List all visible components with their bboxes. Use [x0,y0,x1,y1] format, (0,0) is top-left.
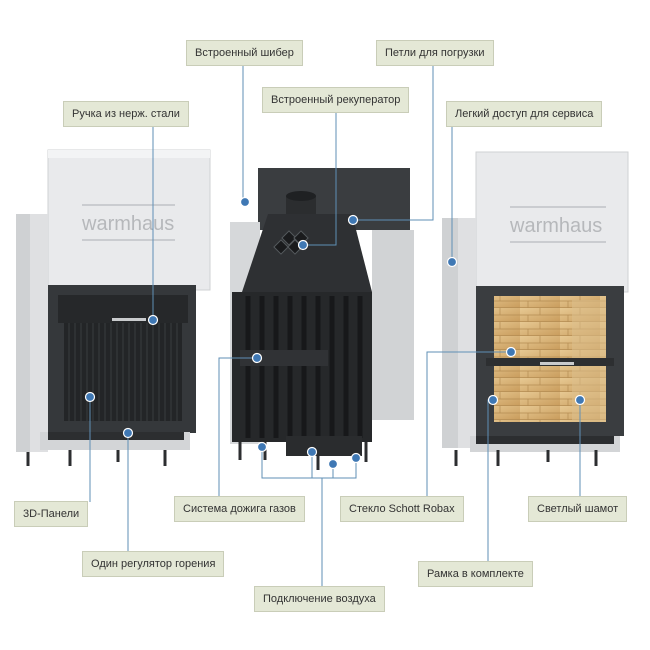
right-fireplace: warmhaus [442,151,629,466]
dot-service [446,256,458,268]
label-schott-robax: Стекло Schott Robax [340,496,464,522]
dot-glass [505,346,517,358]
label-built-in-recuperator: Встроенный рекуператор [262,87,410,113]
dot-handle [147,314,159,326]
dot-frame [487,394,499,406]
label-3d-panels: 3D-Панели [14,501,89,527]
callout-dots [84,196,586,470]
dot-damper [239,196,251,208]
left-logo-text: warmhaus [81,213,174,235]
dot-afterburn [251,352,263,364]
label-air-connection: Подключение воздуха [254,586,385,612]
label-light-chamotte: Светлый шамот [528,496,628,522]
label-frame-included: Рамка в комплекте [418,561,533,587]
dot-air-3 [327,458,339,470]
center-fireplace [230,168,414,470]
dot-recuperator [297,239,309,251]
label-gas-afterburn: Система дожига газов [174,496,305,522]
dot-air-4 [350,452,362,464]
dot-air-2 [306,446,318,458]
label-single-regulator: Один регулятор горения [82,551,225,577]
label-stainless-handle: Ручка из нерж. стали [63,101,189,127]
dot-hinges [347,214,359,226]
label-service-access: Легкий доступ для сервиса [446,101,603,127]
right-logo-text: warmhaus [509,215,602,237]
dot-air-1 [256,441,268,453]
label-loading-hinges: Петли для погрузки [376,40,494,66]
dot-regulator [122,427,134,439]
label-built-in-damper: Встроенный шибер [186,40,303,66]
dot-3d-panels [84,391,96,403]
dot-chamotte [574,394,586,406]
left-fireplace: warmhaus [16,149,211,466]
